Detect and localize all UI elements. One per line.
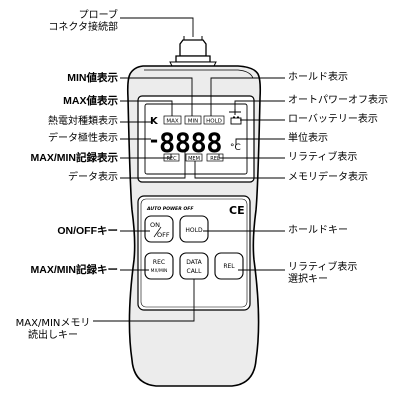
svg-text:REC: REC [153,259,165,266]
svg-text:DATA: DATA [186,259,202,266]
data-call-button[interactable]: DATA CALL [179,252,209,280]
callout-relative-select-key: リラティブ表示 選択キー [288,262,358,285]
svg-text:REL: REL [223,263,235,270]
callout-hold-display: ホールド表示 [288,72,348,83]
lcd-mem-indicator: MEM [188,156,200,162]
auto-power-off-icon [229,109,241,115]
callout-unit-display: 単位表示 [288,133,328,144]
lcd-max-indicator: MAX [166,119,179,125]
low-battery-icon [230,116,242,125]
callout-max-display: MAX値表示 [63,95,118,107]
callout-maxmin-record: MAX/MIN記録表示 [30,152,119,164]
callout-low-battery: ローバッテリー表示 [288,114,378,125]
probe-connector [169,36,217,67]
callout-relative-display: リラティブ表示 [288,152,358,163]
lcd-min-indicator: MIN [188,119,198,125]
hold-button[interactable]: HOLD [179,215,209,243]
lcd-hold-indicator: HOLD [206,119,222,125]
auto-power-off-label: AUTO POWER OFF [146,206,194,212]
ce-mark: CE [229,204,245,217]
onoff-button[interactable]: ON OFF [144,215,174,243]
rel-button[interactable]: REL [214,252,244,280]
lcd-rel-indicator: REL [210,156,220,162]
svg-text:OFF: OFF [157,231,170,239]
callout-onoff-key: ON/OFFキー [57,225,118,237]
callout-auto-power-off: オートパワーオフ表示 [288,95,388,106]
svg-text:MX/MIN: MX/MIN [151,268,168,274]
svg-text:HOLD: HOLD [185,227,203,234]
leader-lines [93,17,285,322]
callout-memory-data: メモリデータ表示 [288,172,368,183]
callout-min-display: MIN値表示 [67,72,118,84]
callout-data-display: データ表示 [68,172,118,183]
lcd-content: K MAX MIN HOLD - 8888 °C REC MEM REL [148,109,242,162]
svg-text:ON: ON [150,221,160,229]
lcd-rec-indicator: REC [166,156,177,162]
callout-maxmin-record-key: MAX/MIN記録キー [30,264,119,276]
callout-data-polarity: データ極性表示 [48,133,118,144]
lcd-minus-sign: - [148,128,160,152]
rec-maxmin-button[interactable]: REC MX/MIN [144,252,174,280]
callout-thermocouple-type: 熱電対種類表示 [48,116,118,127]
lcd-unit: °C [230,143,241,153]
lcd-type-letter: K [150,116,159,127]
svg-text:CALL: CALL [187,268,203,275]
callout-probe: プローブ コネクタ接続部 [48,10,118,33]
callout-hold-key: ホールドキー [288,225,348,236]
callout-maxmin-memory-key: MAX/MINメモリ 読出しキー [15,318,91,341]
